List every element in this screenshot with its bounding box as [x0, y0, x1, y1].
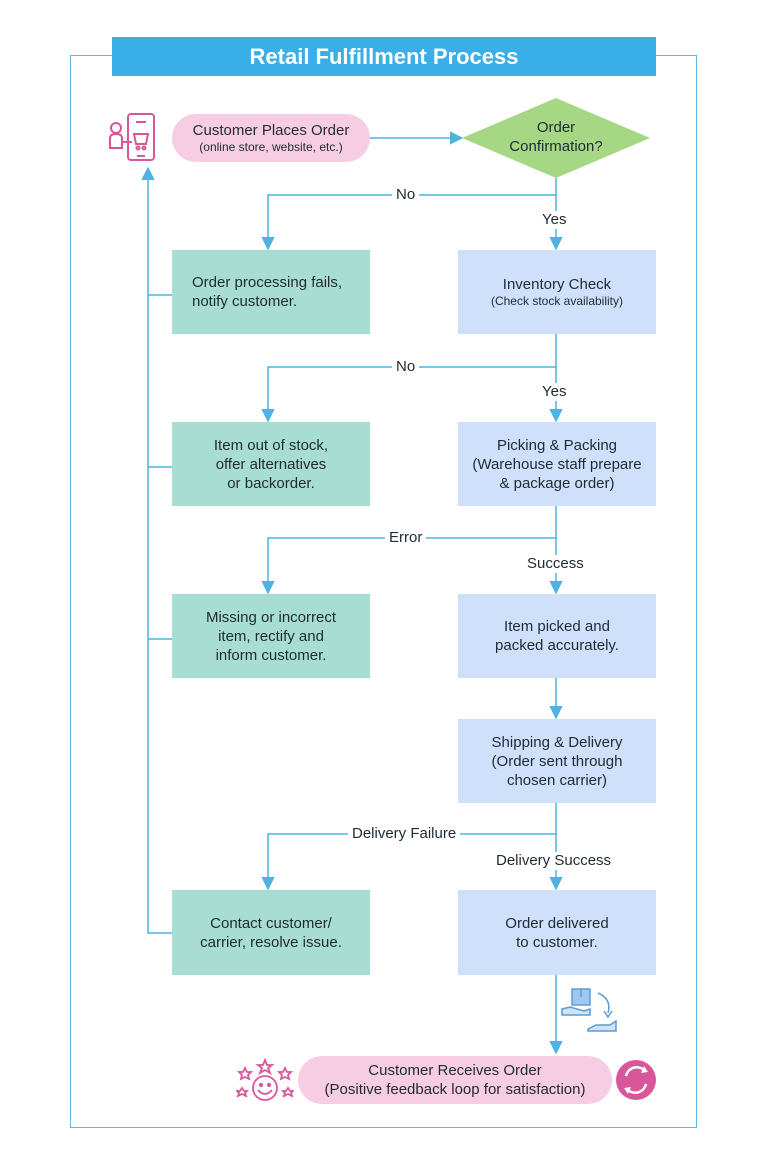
- edge-label-yes: Yes: [538, 383, 571, 401]
- node-line: to customer.: [516, 933, 598, 951]
- happy-customer-stars-icon: [236, 1058, 294, 1101]
- edge-label-no: No: [392, 186, 420, 204]
- node-line: (Order sent through: [491, 752, 623, 770]
- node-line: Picking & Packing: [496, 436, 618, 454]
- node-customer-receives-order: Customer Receives Order (Positive feedba…: [298, 1056, 612, 1104]
- node-line: Contact customer/: [210, 914, 332, 932]
- node-line: Order: [536, 119, 576, 136]
- node-line: Customer Receives Order: [368, 1062, 542, 1079]
- node-line: carrier, resolve issue.: [200, 933, 342, 951]
- edge-label-no: No: [392, 358, 420, 376]
- node-line: Item picked and: [504, 618, 610, 635]
- node-line: inform customer.: [215, 646, 327, 664]
- node-order-confirmation: Order Confirmation?: [462, 118, 650, 156]
- node-customer-places-order: Customer Places Order (online store, web…: [172, 114, 370, 162]
- node-line: Inventory Check: [502, 276, 612, 293]
- node-line: chosen carrier): [506, 771, 608, 789]
- node-contact-customer: Contact customer/ carrier, resolve issue…: [172, 890, 370, 975]
- node-subline: (online store, website, etc.): [199, 140, 343, 154]
- decision-diamond: [462, 98, 650, 178]
- node-item-out-of-stock: Item out of stock, offer alternatives or…: [172, 422, 370, 506]
- node-line: Confirmation?: [509, 138, 603, 155]
- node-line: Shipping & Delivery: [491, 733, 623, 751]
- edge-feedback-loop: [141, 166, 172, 934]
- edge-label-delivery-success: Delivery Success: [492, 852, 616, 870]
- node-subline: (Check stock availability): [490, 294, 624, 308]
- refresh-cycle-icon: [616, 1060, 656, 1100]
- edge-label-delivery-failure: Delivery Failure: [348, 825, 461, 843]
- node-picking-packing: Picking & Packing (Warehouse staff prepa…: [458, 422, 656, 506]
- customer-phone-order-icon: [109, 113, 155, 161]
- node-line: Missing or incorrect: [205, 608, 337, 626]
- node-inventory-check: Inventory Check (Check stock availabilit…: [458, 250, 656, 334]
- node-order-delivered: Order delivered to customer.: [458, 890, 656, 975]
- edge-delivery-failure: [261, 803, 557, 891]
- node-line: & package order): [499, 474, 615, 492]
- node-line: notify customer.: [192, 293, 298, 310]
- edge-picking-error: [261, 506, 557, 595]
- node-line: item, rectify and: [218, 627, 324, 645]
- edge-label-yes: Yes: [538, 211, 571, 229]
- node-line: Customer Places Order: [192, 122, 350, 139]
- node-line: (Positive feedback loop for satisfaction…: [324, 1081, 586, 1098]
- node-shipping-delivery: Shipping & Delivery (Order sent through …: [458, 719, 656, 803]
- node-item-picked-packed: Item picked and packed accurately.: [458, 594, 656, 678]
- edge-label-success: Success: [523, 555, 588, 573]
- edge-label-error: Error: [385, 529, 427, 547]
- edge-inventory-no: [261, 334, 557, 423]
- node-line: (Warehouse staff prepare: [472, 455, 642, 473]
- node-line: packed accurately.: [495, 637, 619, 654]
- diagram-title: Retail Fulfillment Process: [112, 37, 656, 76]
- package-handoff-icon: [561, 988, 617, 1032]
- node-order-processing-fails: Order processing fails, notify customer.: [172, 250, 370, 334]
- node-missing-incorrect-item: Missing or incorrect item, rectify and i…: [172, 594, 370, 678]
- node-line: or backorder.: [227, 474, 315, 492]
- node-line: Order processing fails,: [192, 274, 343, 291]
- node-line: Item out of stock,: [213, 436, 329, 454]
- node-line: offer alternatives: [215, 455, 327, 473]
- node-line: Order delivered: [505, 914, 609, 932]
